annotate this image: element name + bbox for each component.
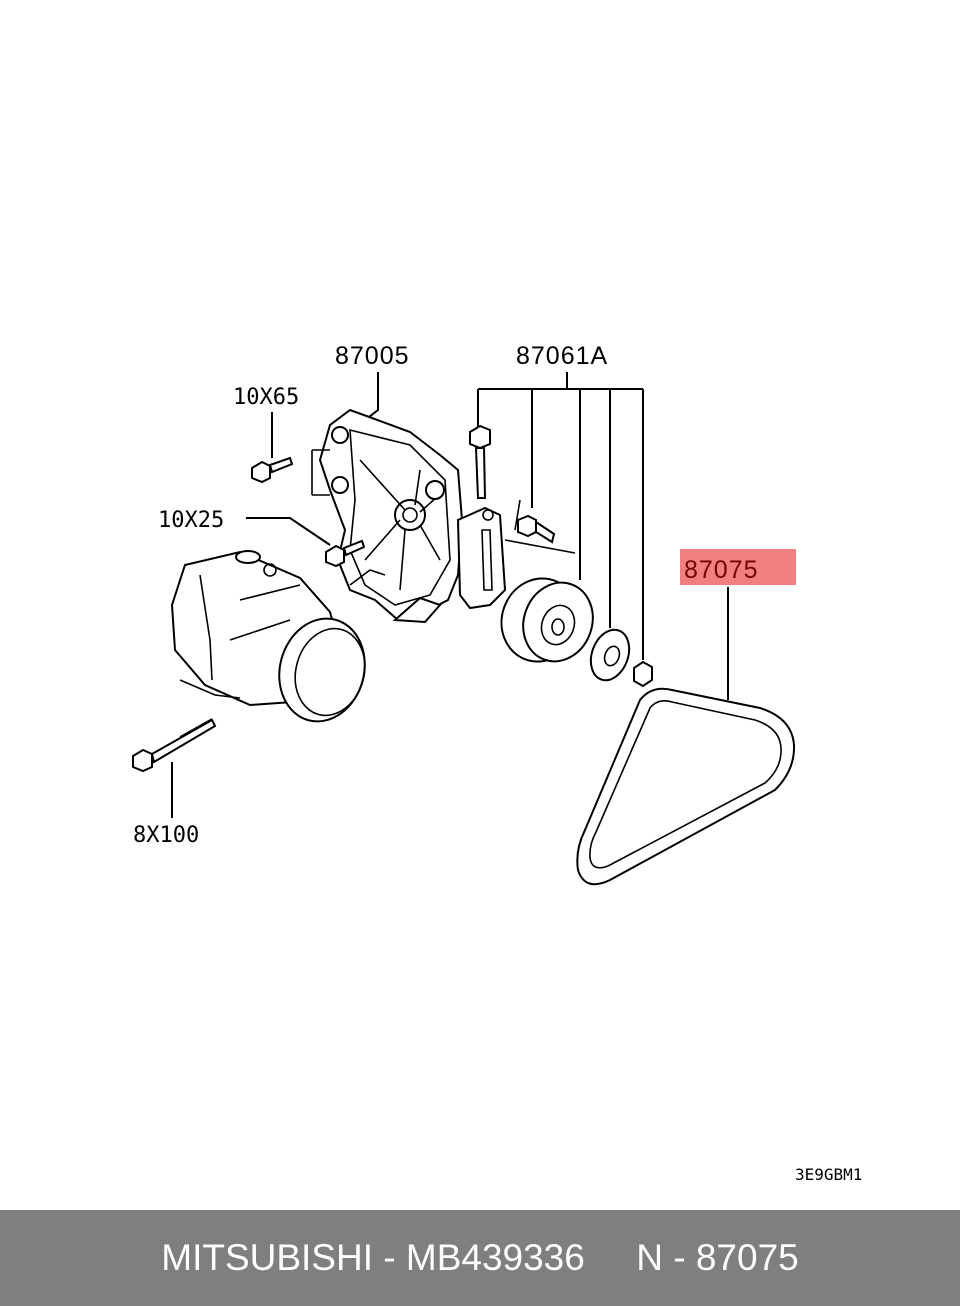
label-87005: 87005 (335, 342, 410, 370)
drawing-code: 3E9GBM1 (795, 1165, 862, 1184)
bolt-87061a-short (517, 514, 556, 544)
tensioner-bracket (456, 499, 576, 610)
label-8x100: 8X100 (133, 823, 199, 848)
bolt-10x65 (251, 456, 294, 484)
parts-diagram: 87005 87061A 10X65 10X25 8X100 87075 (132, 342, 862, 1184)
bolt-87061a-long (469, 424, 491, 499)
highlight-87075 (680, 549, 796, 585)
drive-belt (576, 687, 796, 886)
leader-10x25 (246, 517, 331, 546)
footer-bar: MITSUBISHI - MB439336 N - 87075 (0, 1210, 960, 1306)
spacer-ring (589, 628, 631, 682)
bolt-10x25 (325, 539, 366, 568)
label-87075: 87075 (684, 556, 759, 584)
footer-text: MITSUBISHI - MB439336 N - 87075 (161, 1237, 799, 1278)
tensioner-pulley (500, 577, 594, 663)
bolt-8x100 (132, 718, 217, 773)
label-87061a: 87061A (516, 342, 608, 370)
label-10x25: 10X25 (158, 508, 224, 533)
nut (633, 660, 653, 688)
label-10x65: 10X65 (233, 385, 299, 410)
ac-compressor (170, 550, 366, 723)
mounting-bracket (311, 408, 464, 624)
leader-87061a (477, 372, 644, 660)
